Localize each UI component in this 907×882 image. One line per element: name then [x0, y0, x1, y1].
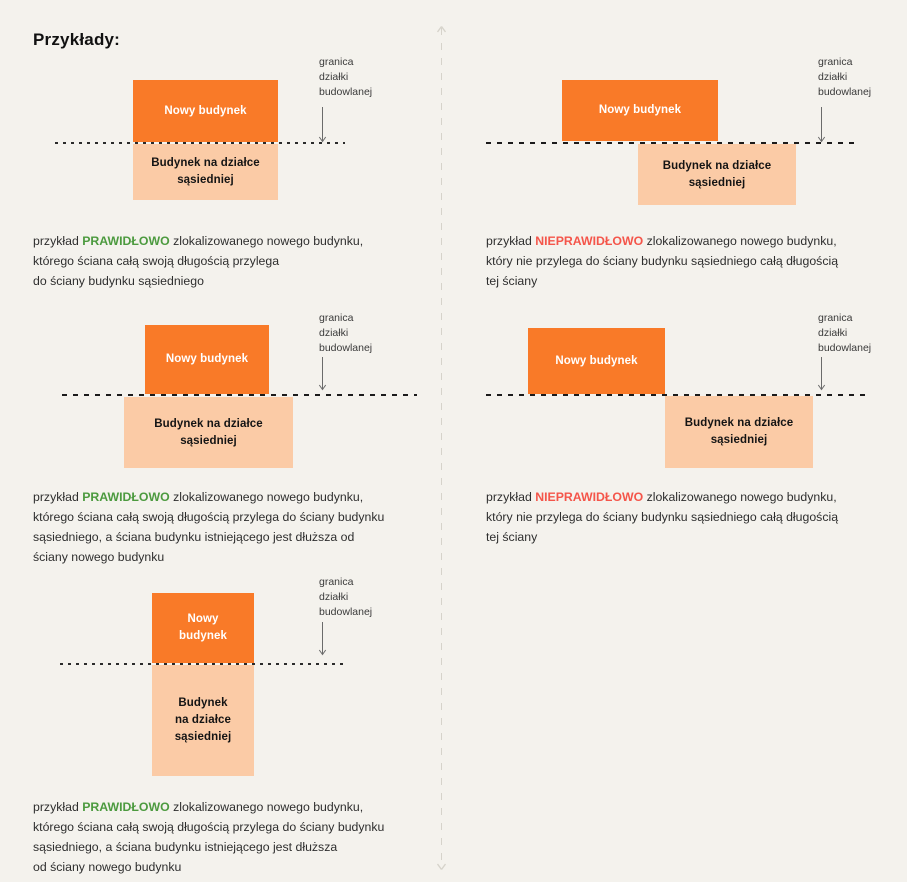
new-building-box: Nowy budynek	[562, 80, 718, 141]
new-building-label: Nowy budynek	[598, 104, 682, 117]
neighbour-building-label: Budynek na działce sąsiedniej	[154, 417, 263, 447]
neighbour-building-box: Budynek na działce sąsiedniej	[124, 397, 293, 468]
example-3-caption: przykład PRAWIDŁOWO zlokalizowanego nowe…	[33, 488, 443, 568]
neighbour-building-label: Budynek na działce sąsiedniej	[151, 157, 260, 186]
caption-prefix: przykład	[33, 490, 83, 504]
new-building-box: Nowy budynek	[152, 593, 254, 663]
caption-prefix: przykład	[33, 800, 83, 814]
boundary-annotation-arrow-icon	[318, 622, 327, 658]
neighbour-building-box: Budynek na działce sąsiedniej	[665, 396, 813, 468]
boundary-annotation-label: granica działki budowlanej	[818, 312, 872, 354]
verdict-badge: NIEPRAWIDŁOWO	[535, 490, 644, 504]
caption-suffix: zlokalizowanego nowego budynku, który ni…	[486, 234, 839, 288]
page-title: Przykłady:	[33, 30, 121, 49]
verdict-badge: PRAWIDŁOWO	[82, 490, 170, 504]
caption-suffix: zlokalizowanego nowego budynku, którego …	[33, 490, 385, 564]
neighbour-building-box: Budynek na działce sąsiedniej	[152, 665, 254, 776]
plot-boundary-line	[55, 142, 345, 144]
verdict-badge: PRAWIDŁOWO	[82, 234, 170, 248]
plot-boundary-line	[486, 142, 854, 144]
neighbour-building-label: Budynek na działce sąsiedniej	[684, 417, 794, 446]
neighbour-building-box: Budynek na działce sąsiedniej	[133, 144, 278, 200]
boundary-annotation-arrow-icon	[318, 107, 327, 143]
divider-up-arrow-icon	[436, 26, 447, 34]
neighbour-building-label: Budynek na działce sąsiedniej	[174, 697, 232, 743]
example-5-caption: przykład PRAWIDŁOWO zlokalizowanego nowe…	[33, 798, 443, 878]
example-4-caption: przykład NIEPRAWIDŁOWO zlokalizowanego n…	[486, 488, 896, 548]
new-building-box: Nowy budynek	[145, 325, 269, 394]
plot-boundary-line	[62, 394, 417, 396]
new-building-label: Nowy budynek	[165, 353, 249, 366]
example-1-caption: przykład PRAWIDŁOWO zlokalizowanego nowe…	[33, 232, 433, 292]
caption-prefix: przykład	[33, 234, 83, 248]
verdict-badge: NIEPRAWIDŁOWO	[535, 234, 644, 248]
boundary-annotation-label: granica działki budowlanej	[319, 56, 373, 98]
boundary-annotation-label: granica działki budowlanej	[818, 56, 872, 98]
new-building-box: Nowy budynek	[133, 80, 278, 142]
new-building-label: Nowy budynek	[179, 613, 227, 642]
neighbour-building-box: Budynek na działce sąsiedniej	[638, 144, 796, 205]
example-2-caption: przykład NIEPRAWIDŁOWO zlokalizowanego n…	[486, 232, 896, 292]
caption-suffix: zlokalizowanego nowego budynku, którego …	[33, 800, 385, 874]
boundary-annotation-label: granica działki budowlanej	[319, 576, 373, 618]
verdict-badge: PRAWIDŁOWO	[82, 800, 170, 814]
new-building-label: Nowy budynek	[164, 104, 247, 117]
caption-suffix: zlokalizowanego nowego budynku, którego …	[33, 234, 364, 288]
caption-prefix: przykład	[486, 234, 536, 248]
boundary-annotation-arrow-icon	[318, 357, 327, 393]
boundary-annotation-arrow-icon	[817, 107, 826, 143]
divider-down-arrow-icon	[436, 862, 447, 870]
boundary-annotation-label: granica działki budowlanej	[319, 312, 373, 354]
plot-boundary-line	[60, 663, 345, 665]
caption-prefix: przykład	[486, 490, 536, 504]
new-building-label: Nowy budynek	[555, 354, 638, 367]
column-divider	[441, 28, 442, 864]
boundary-annotation-arrow-icon	[817, 357, 826, 393]
plot-boundary-line	[486, 394, 868, 396]
caption-suffix: zlokalizowanego nowego budynku, który ni…	[486, 490, 839, 544]
new-building-box: Nowy budynek	[528, 328, 665, 394]
neighbour-building-label: Budynek na działce sąsiedniej	[662, 159, 772, 189]
